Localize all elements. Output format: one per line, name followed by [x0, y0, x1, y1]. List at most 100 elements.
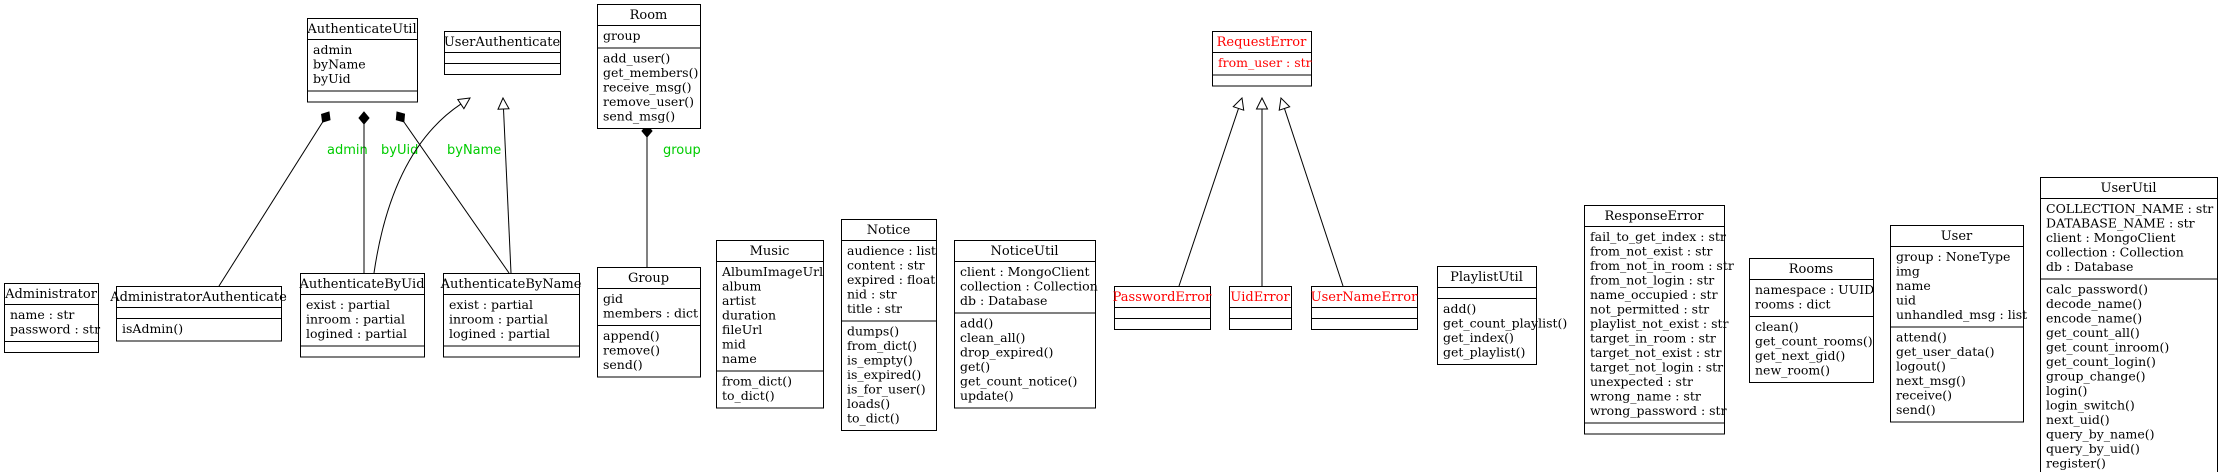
class-method: get() — [960, 359, 990, 374]
class-attribute: fileUrl — [722, 322, 762, 337]
relation-line — [1178, 108, 1239, 287]
class-user-name-error: UserNameError — [1311, 286, 1418, 330]
class-method: add_user() — [603, 51, 670, 66]
class-music: MusicAlbumImageUrlalbumartistdurationfil… — [716, 240, 824, 409]
class-method: from_dict() — [847, 338, 917, 353]
composition-diamond — [395, 111, 406, 123]
class-box — [597, 267, 701, 378]
class-attribute: members : dict — [603, 306, 698, 321]
relation-composition: admin — [218, 111, 368, 287]
class-box — [1890, 225, 2024, 423]
class-attribute: DATABASE_NAME : str — [2046, 216, 2195, 231]
class-attribute: gid — [603, 291, 623, 306]
class-name: AuthenticateByUid — [298, 277, 424, 292]
class-method: get_count_all() — [2046, 325, 2140, 340]
classes-layer: AuthenticateUtiladminbyNamebyUidUserAuth… — [4, 4, 2218, 472]
class-attribute: byUid — [313, 71, 351, 86]
class-attribute: target_not_login : str — [1590, 360, 1723, 375]
class-attribute: COLLECTION_NAME : str — [2046, 201, 2213, 216]
class-method: add() — [1443, 301, 1476, 316]
class-method: send_msg() — [603, 109, 675, 124]
relation-line — [218, 121, 324, 287]
class-attribute: nid : str — [847, 287, 897, 302]
class-attribute: name_occupied : str — [1590, 287, 1718, 302]
class-attribute: img — [1896, 264, 1920, 279]
composition-diamond — [358, 111, 370, 125]
relation-line — [1283, 108, 1344, 287]
relation-line — [503, 108, 512, 274]
inheritance-arrowhead — [1278, 96, 1291, 111]
class-name: ResponseError — [1605, 209, 1705, 224]
class-room: Roomgroupadd_user()get_members()receive_… — [597, 4, 701, 129]
class-method: new_room() — [1755, 363, 1830, 378]
class-name: UidError — [1230, 290, 1290, 305]
class-attribute: from_not_in_room : str — [1590, 258, 1734, 273]
inheritance-arrowhead — [1232, 96, 1245, 111]
class-method: get_members() — [603, 65, 698, 80]
class-attribute: target_not_exist : str — [1590, 345, 1721, 360]
class-method: group_change() — [2046, 369, 2146, 384]
class-attribute: logined : partial — [306, 326, 407, 341]
class-attribute: from_not_login : str — [1590, 273, 1714, 288]
class-attribute: db : Database — [2046, 259, 2133, 274]
class-attribute: name — [1896, 278, 1931, 293]
class-attribute: inroom : partial — [449, 312, 548, 327]
class-method: is_expired() — [847, 367, 921, 382]
class-attribute: group — [603, 28, 641, 43]
class-attribute: content : str — [847, 258, 925, 273]
class-attribute: password : str — [10, 322, 100, 337]
class-attribute: duration — [722, 308, 776, 323]
class-method: get_count_rooms() — [1755, 334, 1873, 349]
class-method: receive() — [1896, 388, 1952, 403]
class-box — [954, 240, 1096, 409]
class-method: get_count_playlist() — [1443, 316, 1567, 331]
relation-label: byName — [447, 143, 501, 158]
class-attribute: unhandled_msg : list — [1896, 307, 2027, 322]
class-attribute: mid — [722, 337, 746, 352]
class-user: User group : NoneTypeimgnameuidunhandled_… — [1890, 225, 2027, 423]
class-attribute: uid — [1896, 293, 1916, 308]
class-attribute: not_permitted : str — [1590, 302, 1709, 317]
class-box — [841, 219, 937, 431]
class-method: clean_all() — [960, 330, 1025, 345]
class-attribute: playlist_not_exist : str — [1590, 316, 1729, 331]
class-method: send() — [603, 357, 643, 372]
class-method: to_dict() — [847, 411, 900, 426]
class-attribute: AlbumImageUrl — [721, 264, 823, 279]
class-name: User — [1941, 229, 1973, 244]
class-attribute: db : Database — [960, 293, 1047, 308]
class-name: UserUtil — [2100, 181, 2156, 196]
class-method: remove_user() — [603, 94, 694, 109]
relation-inheritance — [1178, 96, 1245, 287]
class-method: get_count_login() — [2046, 354, 2156, 369]
class-method: logout() — [1896, 359, 1946, 374]
class-name: Notice — [867, 223, 911, 238]
class-uid-error: UidError — [1229, 286, 1292, 330]
class-method: update() — [960, 388, 1014, 403]
class-attribute: group : NoneType — [1896, 249, 2010, 264]
class-attribute: collection : Collection — [2046, 245, 2184, 260]
class-name: Group — [628, 271, 669, 286]
class-attribute: byName — [313, 57, 366, 72]
class-attribute: fail_to_get_index : str — [1590, 229, 1726, 244]
class-attribute: inroom : partial — [306, 312, 405, 327]
class-name: Room — [630, 8, 668, 23]
class-method: login() — [2046, 383, 2087, 398]
class-method: remove() — [603, 343, 660, 358]
class-method: login_switch() — [2046, 398, 2135, 413]
class-box — [300, 273, 425, 358]
class-name: Rooms — [1789, 262, 1833, 277]
relation-inheritance — [497, 96, 512, 274]
relation-inheritance — [373, 97, 471, 274]
class-attribute: wrong_name : str — [1590, 389, 1701, 404]
class-attribute: album — [722, 279, 762, 294]
class-attribute: client : MongoClient — [960, 264, 1090, 279]
